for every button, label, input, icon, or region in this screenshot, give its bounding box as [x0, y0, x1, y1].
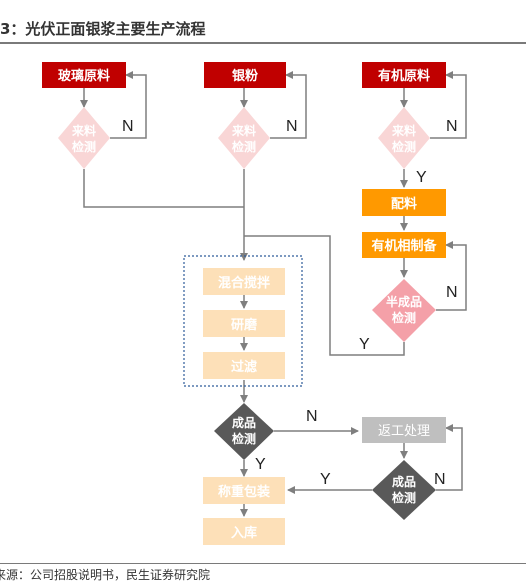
inspect-glass-line2: 检测 — [72, 139, 96, 154]
semi-line2: 检测 — [392, 310, 416, 325]
edge-loop-final2 — [436, 424, 463, 491]
node-final-inspect-2: 成品 检测 — [372, 460, 436, 520]
label-n-semi: N — [446, 284, 458, 301]
batching-label: 配料 — [391, 196, 417, 212]
node-pack: 称重包装 — [203, 477, 285, 504]
inspect-organic-line2: 检测 — [392, 139, 416, 154]
mix-label: 混合搅拌 — [218, 275, 270, 291]
edge-loop-silver — [270, 71, 307, 139]
pack-label: 称重包装 — [218, 484, 270, 500]
node-glass: 玻璃原料 — [42, 62, 126, 88]
inspect-glass-line1: 来料 — [71, 123, 96, 138]
inspect-silver-line2: 检测 — [232, 139, 256, 154]
final-line1: 成品 — [232, 415, 256, 430]
bottom-divider — [0, 563, 526, 564]
semi-line1: 半成品 — [386, 294, 422, 309]
node-store: 入库 — [203, 518, 285, 545]
final2-line2: 检测 — [392, 490, 416, 505]
label-y-organic: Y — [416, 169, 427, 186]
edge-glass-merge — [83, 169, 244, 208]
edge-loop-semi — [436, 241, 467, 311]
label-n-final: N — [306, 408, 318, 425]
label-n-organic: N — [446, 118, 458, 135]
title-divider — [0, 42, 526, 44]
node-rework: 返工处理 — [362, 417, 446, 443]
node-inspect-silver: 来料 检测 — [218, 107, 270, 169]
rework-label: 返工处理 — [378, 424, 430, 439]
node-mix: 混合搅拌 — [203, 268, 285, 295]
node-inspect-glass: 来料 检测 — [58, 107, 110, 169]
source-note: 来源：公司招股说明书，民生证券研究院 — [0, 568, 211, 582]
inspect-organic-line1: 来料 — [391, 123, 416, 138]
label-y-semi: Y — [359, 336, 370, 353]
glass-label: 玻璃原料 — [58, 68, 110, 84]
edge-loop-organic — [430, 71, 467, 139]
node-grind: 研磨 — [203, 310, 285, 337]
node-binder: 有机相制备 — [362, 232, 446, 258]
connectors — [80, 71, 467, 517]
label-y-final: Y — [255, 456, 266, 473]
label-n-silver: N — [286, 118, 298, 135]
node-silver: 银粉 — [204, 62, 286, 88]
binder-label: 有机相制备 — [371, 238, 437, 254]
node-final-inspect: 成品 检测 — [214, 403, 274, 460]
filter-label: 过滤 — [231, 359, 257, 375]
final-line2: 检测 — [232, 431, 256, 446]
node-semi-inspect: 半成品 检测 — [372, 279, 436, 342]
grind-label: 研磨 — [231, 317, 257, 333]
organic-label: 有机原料 — [378, 68, 430, 84]
node-batching: 配料 — [362, 189, 446, 216]
node-inspect-organic: 来料 检测 — [378, 107, 430, 169]
label-n-glass: N — [122, 118, 134, 135]
node-organic: 有机原料 — [362, 62, 446, 88]
edge-loop-glass — [110, 71, 147, 139]
edge-semi-merge — [244, 235, 405, 356]
final2-line1: 成品 — [392, 474, 416, 489]
store-label: 入库 — [231, 525, 257, 541]
node-filter: 过滤 — [203, 352, 285, 379]
figure-title: 3：光伏正面银浆主要生产流程 — [0, 20, 206, 38]
silver-label: 银粉 — [232, 68, 258, 84]
inspect-silver-line1: 来料 — [231, 123, 256, 138]
label-n-final2: N — [434, 471, 446, 488]
label-y-final2: Y — [320, 471, 331, 488]
